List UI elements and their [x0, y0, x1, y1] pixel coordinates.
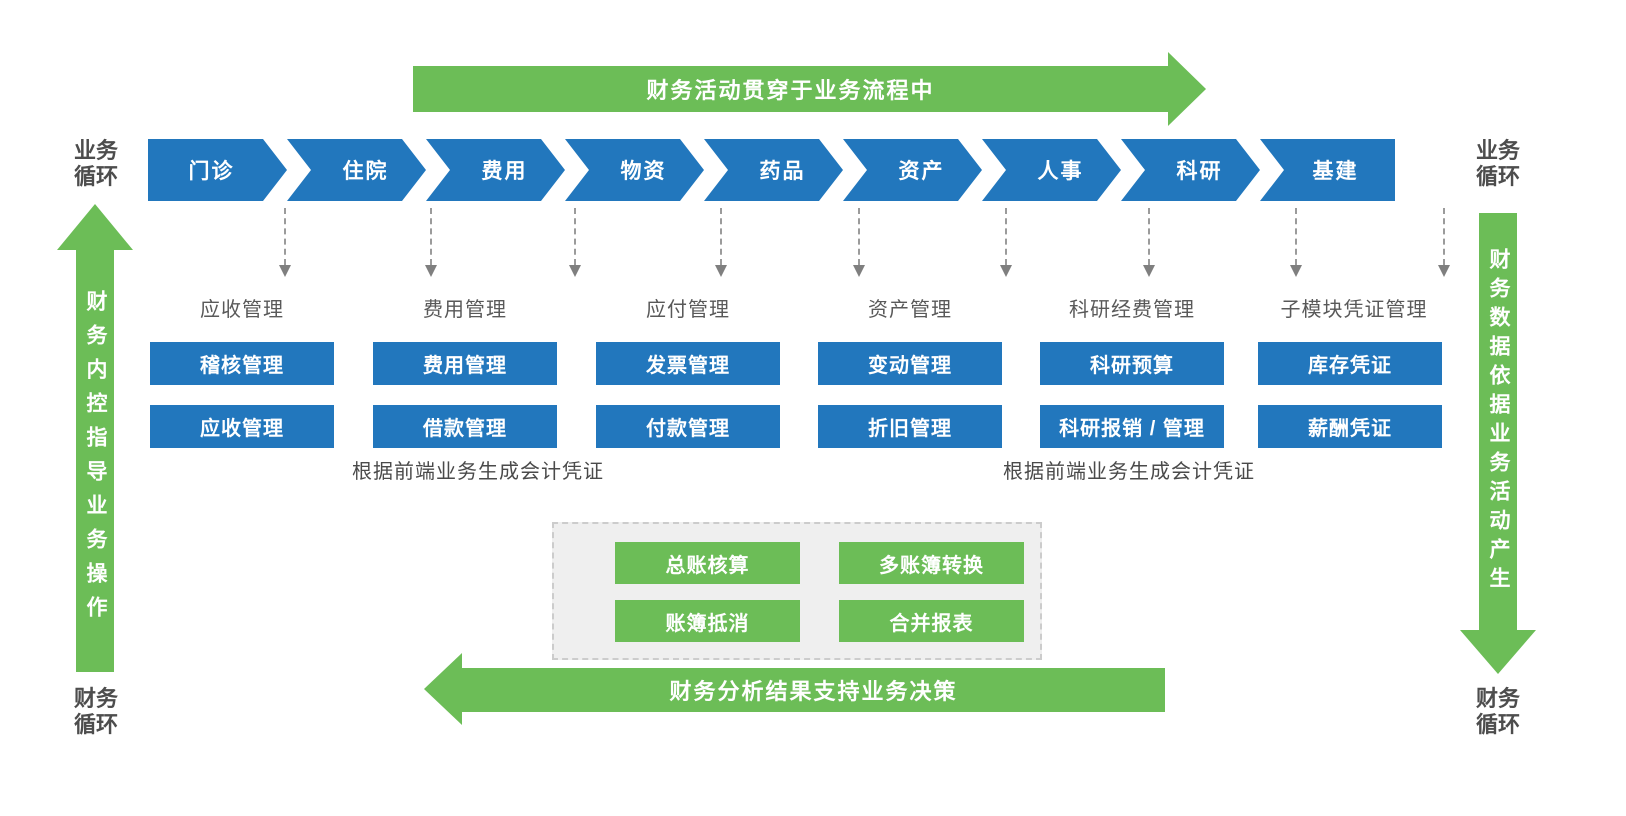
process-step-wuzi: 物资 [565, 139, 704, 201]
right-rail-down-arrowhead-icon [1460, 630, 1536, 674]
module-box: 付款管理 [596, 405, 780, 448]
down-connector-arrow-icon [278, 208, 292, 280]
column-header-keyanjingfei: 科研经费管理 [1069, 299, 1195, 321]
process-step-label: 药品 [759, 160, 806, 183]
down-connector-arrow-icon [999, 208, 1013, 280]
process-step-jijian: 基建 [1260, 139, 1395, 201]
voucher-note-right: 根据前端业务生成会计凭证 [1003, 461, 1255, 483]
ledger-box-zhangbudixiao: 账簿抵消 [615, 600, 800, 642]
module-box: 科研预算 [1040, 342, 1224, 385]
right-rail-top-label: 业务 循环 [1475, 138, 1520, 189]
process-step-label: 门诊 [188, 160, 235, 183]
process-step-menzhen: 门诊 [148, 139, 287, 201]
column-header-feiyong: 费用管理 [423, 299, 507, 321]
top-flow-arrowhead-icon [1168, 52, 1206, 126]
process-step-label: 费用 [481, 160, 528, 183]
module-box: 薪酬凭证 [1258, 405, 1442, 448]
right-rail-arrow-label: 财务数据依据业务活动产生 [1487, 248, 1510, 596]
bottom-flow-arrow: 财务分析结果支持业务决策 [462, 668, 1165, 712]
module-box: 借款管理 [373, 405, 557, 448]
module-box: 科研报销 / 管理 [1040, 405, 1224, 448]
left-rail-top-label: 业务 循环 [73, 138, 118, 189]
column-header-zichan: 资产管理 [868, 299, 952, 321]
column-header-zimokuai: 子模块凭证管理 [1280, 299, 1428, 321]
down-connector-arrow-icon [568, 208, 582, 280]
process-step-label: 科研 [1176, 160, 1223, 183]
module-box: 费用管理 [373, 342, 557, 385]
process-step-renshi: 人事 [982, 139, 1121, 201]
module-box: 发票管理 [596, 342, 780, 385]
process-step-yaopin: 药品 [704, 139, 843, 201]
ledger-box-zongzhang: 总账核算 [615, 542, 800, 584]
ledger-box-hebingbaobiao: 合并报表 [839, 600, 1024, 642]
down-connector-arrow-icon [1289, 208, 1303, 280]
process-step-zichan: 资产 [843, 139, 982, 201]
process-step-feiyong: 费用 [426, 139, 565, 201]
left-rail-arrow-label: 财务内控指导业务操作 [84, 290, 107, 630]
module-box: 库存凭证 [1258, 342, 1442, 385]
process-step-label: 资产 [898, 160, 945, 183]
left-rail-bottom-label: 财务 循环 [73, 686, 118, 737]
module-box: 应收管理 [150, 405, 334, 448]
ledger-box-duozhangbu: 多账簿转换 [839, 542, 1024, 584]
down-connector-arrow-icon [852, 208, 866, 280]
right-rail-arrow [1479, 213, 1517, 631]
bottom-flow-arrowhead-icon [424, 653, 462, 725]
module-box: 变动管理 [818, 342, 1002, 385]
left-rail-up-arrowhead-icon [57, 204, 133, 250]
process-step-keyan: 科研 [1121, 139, 1260, 201]
column-header-yingfu: 应付管理 [646, 299, 730, 321]
top-flow-arrow-label: 财务活动贯穿于业务流程中 [646, 78, 935, 103]
left-rail-arrow [76, 248, 114, 672]
top-flow-arrow: 财务活动贯穿于业务流程中 [413, 66, 1168, 112]
down-connector-arrow-icon [714, 208, 728, 280]
column-header-yingshou: 应收管理 [200, 299, 284, 321]
voucher-note-left: 根据前端业务生成会计凭证 [352, 461, 604, 483]
process-step-label: 人事 [1037, 160, 1084, 183]
module-box: 折旧管理 [818, 405, 1002, 448]
process-step-label: 住院 [342, 160, 389, 183]
process-step-label: 基建 [1312, 160, 1359, 183]
process-step-zhuyuan: 住院 [287, 139, 426, 201]
right-rail-bottom-label: 财务 循环 [1475, 686, 1520, 737]
down-connector-arrow-icon [424, 208, 438, 280]
bottom-flow-arrow-label: 财务分析结果支持业务决策 [669, 679, 958, 704]
process-step-label: 物资 [620, 160, 667, 183]
down-connector-arrow-icon [1437, 208, 1451, 280]
module-box: 稽核管理 [150, 342, 334, 385]
down-connector-arrow-icon [1142, 208, 1156, 280]
